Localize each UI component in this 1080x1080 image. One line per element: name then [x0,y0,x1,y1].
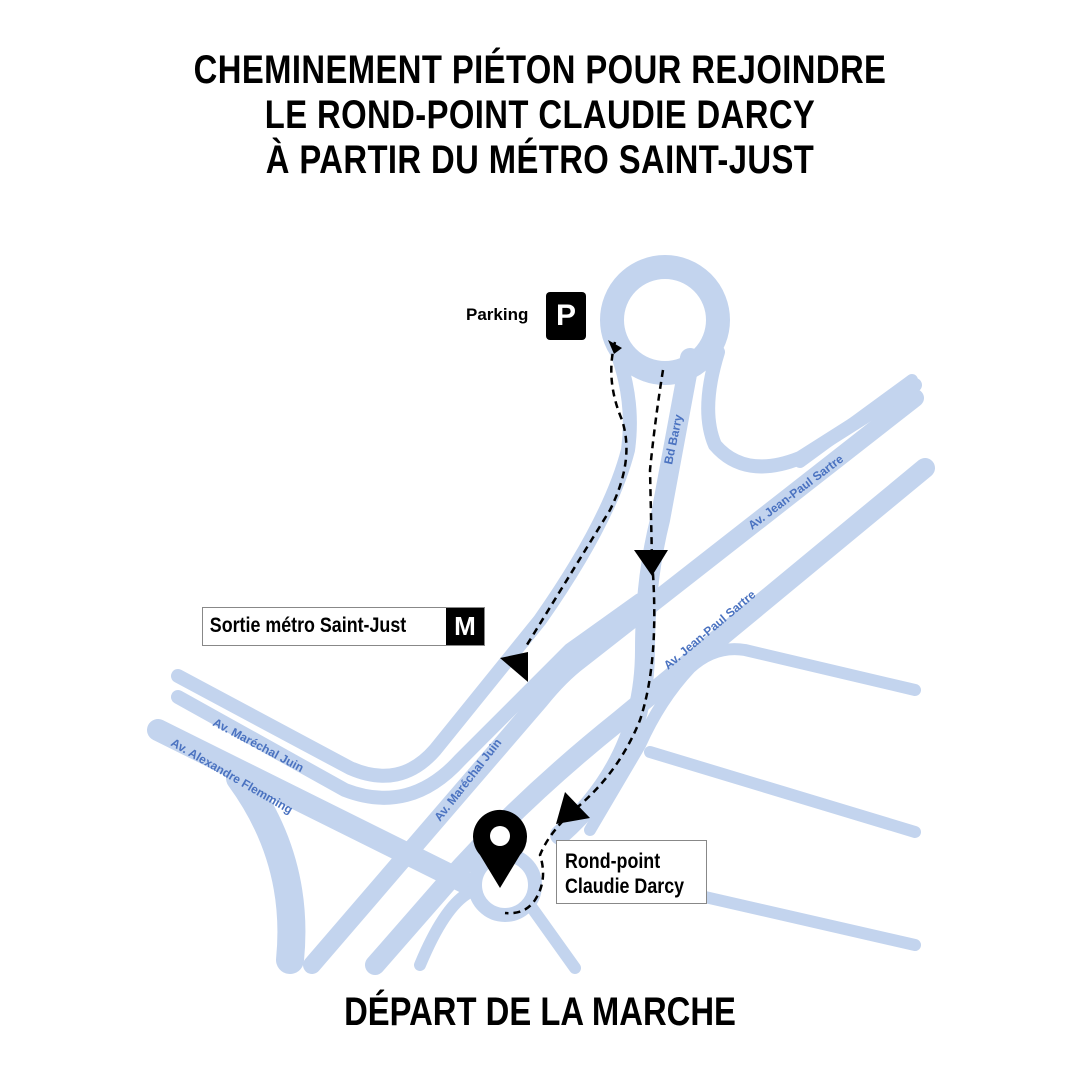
road-south-2 [414,886,476,971]
route-west [523,341,628,649]
roundabout-text: Rond-point [565,850,661,873]
title-line: CHEMINEMENT PIÉTON POUR REJOINDRE [193,48,887,92]
road-marechal-juin-lower [171,593,647,805]
footer-title: DÉPART DE LA MARCHE [344,990,736,1034]
arrow-icon [556,792,590,824]
road-south-1 [524,899,581,974]
roundabout-text: Claudie Darcy [565,875,685,898]
metro-icon: M [446,608,484,645]
map-title: CHEMINEMENT PIÉTON POUR REJOINDRE LE RON… [97,48,983,183]
road-flemming-curve [226,764,306,974]
location-pin-icon [473,809,528,888]
metro-exit-text: Sortie métro Saint-Just [209,614,407,637]
walking-route [500,340,668,915]
route-east [504,369,665,915]
parking-label: Parking [466,305,529,324]
parking-icon: P [546,292,586,340]
road-right-loop [701,345,922,474]
road-marechal-juin-loop [171,343,637,783]
title-line: À PARTIR DU MÉTRO SAINT-JUST [265,138,815,182]
road-alexandre-flemming [147,719,481,896]
metro-exit-label: Sortie métro Saint-Just M [202,607,485,646]
roads [147,255,935,975]
arrow-icon [634,550,668,576]
arrow-icon [608,340,622,354]
road-east-2 [644,746,921,838]
road-east-1 [584,643,921,836]
top-roundabout [600,255,730,385]
roundabout-label: Rond-point Claudie Darcy [556,840,707,904]
arrow-icon [500,652,528,682]
title-line: LE ROND-POINT CLAUDIE DARCY [264,93,816,137]
road-jean-paul-sartre-main [303,389,924,974]
